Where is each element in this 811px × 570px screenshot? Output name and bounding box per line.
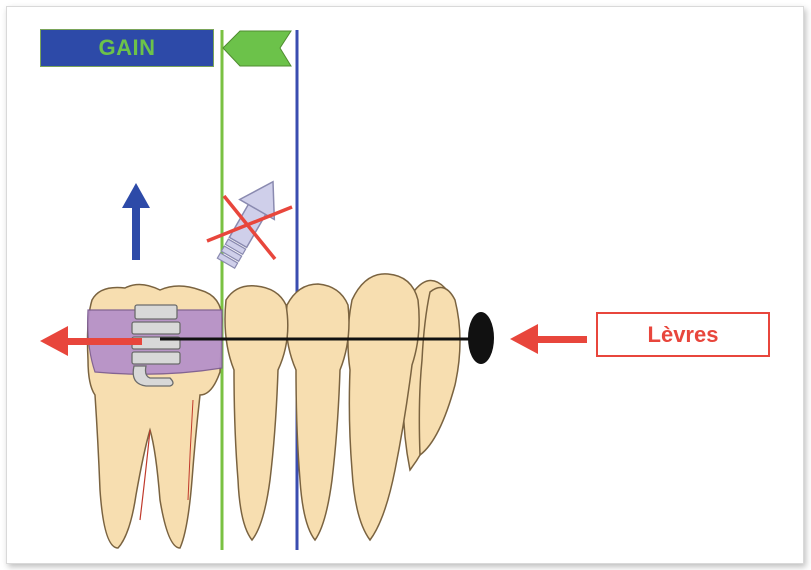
lip-bumper-pad [468,312,494,364]
levres-label: Lèvres [648,322,719,348]
levres-label-box: Lèvres [596,312,770,357]
gain-label-box: GAIN [40,29,214,67]
gain-label: GAIN [99,35,156,61]
front-teeth [225,274,460,540]
crossed-arrow-icon [207,172,292,273]
flag-icon [223,31,291,66]
lips-arrow-icon [510,324,587,354]
up-arrow-icon [122,183,150,260]
